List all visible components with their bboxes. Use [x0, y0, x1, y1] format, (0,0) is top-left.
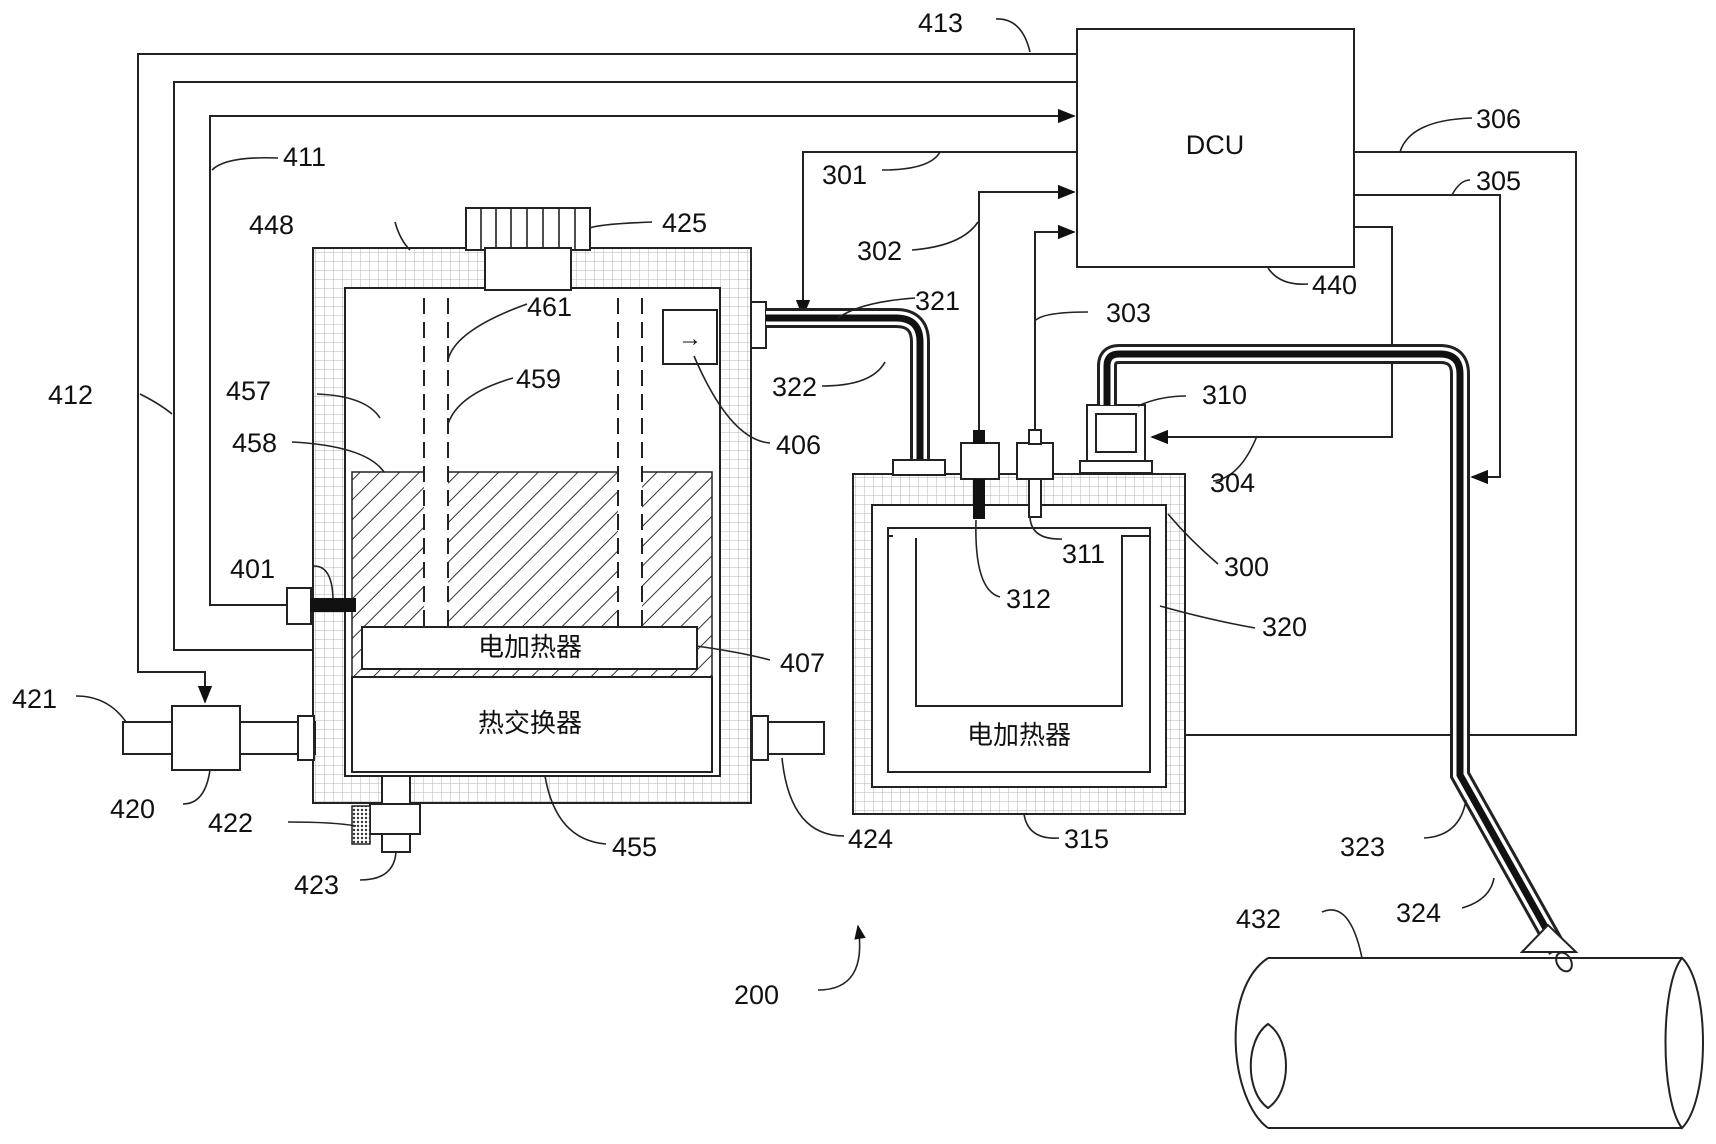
ref-422: 422: [208, 808, 253, 838]
ref-420: 420: [110, 794, 155, 824]
line-306: [1148, 151, 1577, 743]
tube-right-bg: [618, 298, 642, 628]
line-413: [137, 53, 1077, 704]
ref-423: 423: [294, 870, 339, 900]
ref-321: 321: [915, 286, 960, 316]
drain-neck: [381, 775, 411, 805]
pipe-left-section: [1249, 1022, 1287, 1110]
ref-315: 315: [1064, 824, 1109, 854]
filler-cap-425: [465, 207, 591, 251]
signal-lines-right: [1148, 151, 1577, 743]
ref-406: 406: [776, 430, 821, 460]
ref-324: 324: [1396, 898, 1441, 928]
tank-electric-heater-407: [361, 626, 698, 670]
ref-412: 412: [48, 380, 93, 410]
pump-310-face: [1095, 413, 1137, 453]
ref-303: 303: [1106, 298, 1151, 328]
ref-448: 448: [249, 210, 294, 240]
line-322-inner: [766, 314, 924, 462]
ref-310: 310: [1202, 380, 1247, 410]
leader-lines: [75, 18, 1495, 991]
ref-305: 305: [1476, 166, 1521, 196]
ref-421: 421: [12, 684, 57, 714]
ref-323: 323: [1340, 832, 1385, 862]
sensor-311: [1016, 442, 1054, 480]
ref-302: 302: [857, 236, 902, 266]
ref-312: 312: [1006, 584, 1051, 614]
line-302: [978, 184, 1076, 440]
line-411: [209, 108, 1076, 606]
sensor-401: [286, 587, 312, 625]
line-304: [1150, 226, 1393, 445]
ref-424: 424: [848, 824, 893, 854]
ref-455: 455: [612, 832, 657, 862]
pipe-left-edge: [1234, 957, 1269, 1129]
line-412: [173, 81, 1077, 658]
ref-401: 401: [230, 554, 275, 584]
pump-module: 电加热器: [852, 404, 1186, 815]
ref-200: 200: [734, 980, 779, 1010]
ref-320: 320: [1262, 612, 1307, 642]
ref-440: 440: [1312, 270, 1357, 300]
heater-u-shell: [887, 535, 1151, 773]
ref-407: 407: [780, 648, 825, 678]
ref-311: 311: [1062, 539, 1105, 569]
drain-outlet-423: [381, 833, 411, 853]
ref-457: 457: [226, 376, 271, 406]
ref-458: 458: [232, 428, 277, 458]
ref-459: 459: [516, 364, 561, 394]
sensor-401-probe: [310, 598, 356, 612]
cap-ribs: [480, 208, 576, 250]
coolant-valve-420: [171, 705, 241, 771]
injector-mount: [1519, 923, 1579, 953]
injector-tip: [1555, 951, 1573, 973]
ref-322: 322: [772, 372, 817, 402]
ref-301: 301: [822, 160, 867, 190]
pump-heater-label: 电加热器: [967, 720, 1071, 750]
ref-432: 432: [1236, 904, 1281, 934]
sensor-311-top: [1028, 429, 1042, 445]
line-305: [1354, 194, 1501, 485]
supply-line-321: [766, 308, 930, 462]
inlet-flange: [297, 715, 315, 761]
pipe-right-end: [1664, 956, 1704, 1130]
ref-306: 306: [1476, 104, 1521, 134]
sensor-312-probe: [973, 479, 985, 519]
sensor-311-probe: [1028, 478, 1042, 518]
ref-425: 425: [662, 208, 707, 238]
arrow-icon: →: [678, 325, 702, 352]
component-406: [662, 309, 718, 365]
heat-exchanger-label: 热交换器: [478, 708, 582, 738]
line-324-inner: [1103, 350, 1562, 952]
dcu-unit: DCU: [1076, 28, 1355, 268]
drain-valve: [369, 803, 421, 835]
line-301: [795, 151, 1077, 318]
ref-304: 304: [1210, 468, 1255, 498]
dcu-box: [1076, 28, 1355, 268]
filler-neck-461: [484, 247, 572, 291]
ref-411: 411: [283, 142, 326, 172]
tank-assembly: → 电加热器 热交换器: [122, 207, 825, 853]
heat-exchanger: [351, 676, 713, 773]
pump-inlet-port: [892, 459, 946, 476]
tank-outlet-fitting: [750, 301, 767, 349]
tube-left-bg: [424, 298, 448, 628]
tank-heater-label: 电加热器: [478, 632, 582, 662]
ref-200-arrow: [817, 924, 866, 991]
signal-lines-left: [137, 53, 1077, 704]
line-303: [1034, 224, 1076, 440]
pump-310-base: [1079, 460, 1153, 474]
outlet-flange: [751, 715, 769, 761]
ref-461: 461: [527, 292, 572, 322]
exhaust-pipe-432: [1234, 923, 1704, 1130]
ref-413: 413: [918, 8, 963, 38]
dcu-label: DCU: [1186, 130, 1245, 160]
sensor-312-top: [973, 430, 985, 444]
sensor-312: [960, 442, 1000, 480]
ref-300: 300: [1224, 552, 1269, 582]
reference-numerals: 413 306 411 301 305 448 425 302 440 461 …: [12, 8, 1521, 1010]
